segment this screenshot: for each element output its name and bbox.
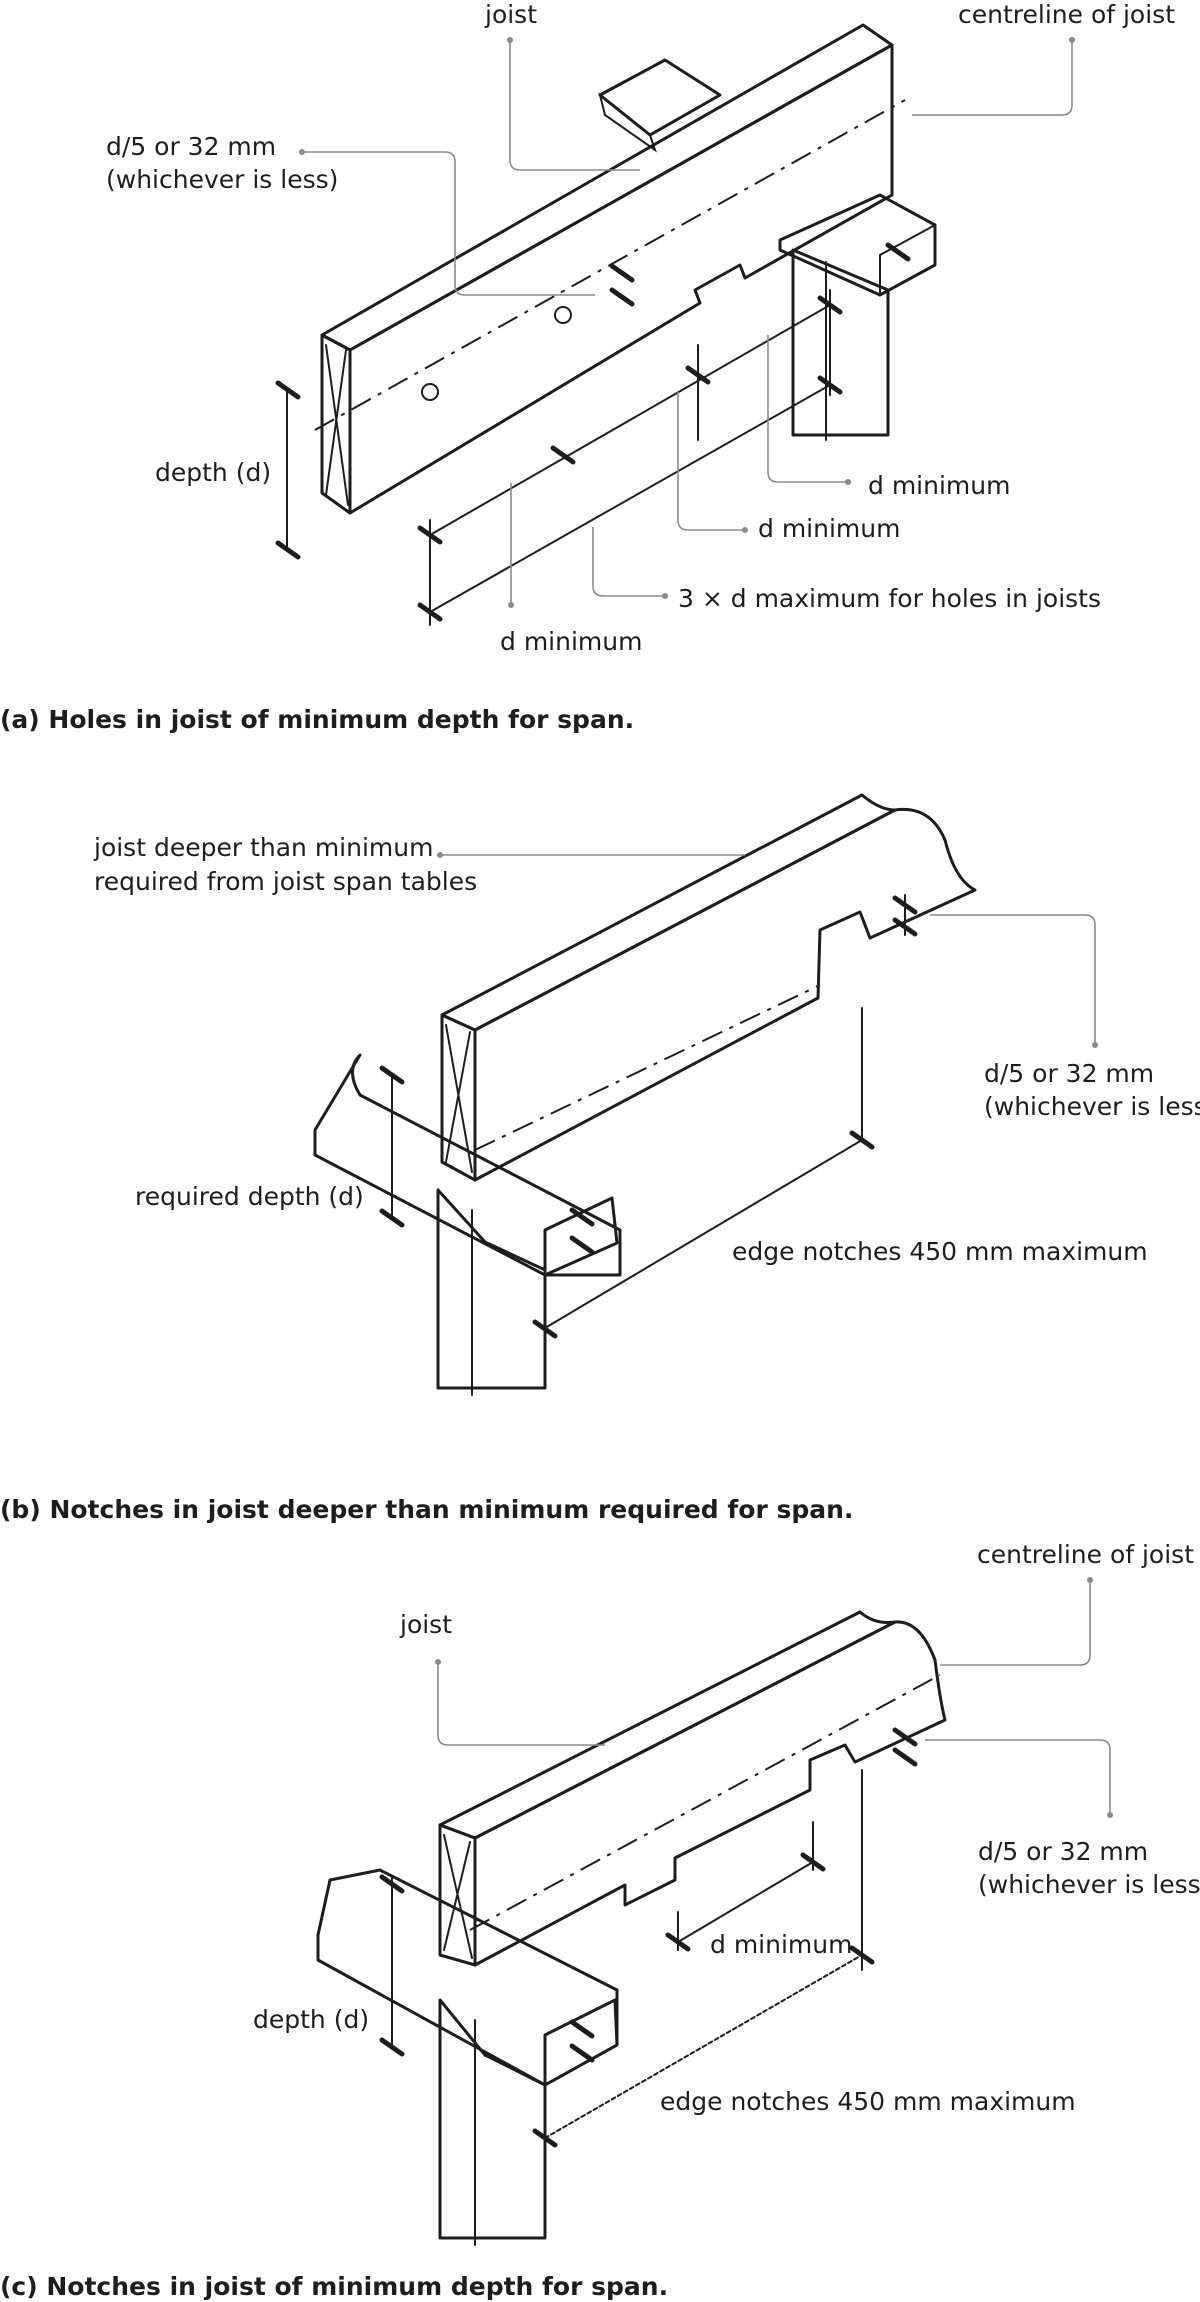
label-deeper-1: joist deeper than minimum	[93, 833, 433, 862]
leaders-c	[435, 1577, 1113, 1818]
label-joist-c: joist	[399, 1610, 452, 1639]
leaders-a	[299, 37, 1075, 608]
panel-a: joist centreline of joist d/5 or 32 mm (…	[0, 0, 1175, 734]
joist-c	[438, 1610, 947, 1967]
label-d-min-middle: d minimum	[758, 514, 900, 543]
caption-a: (a) Holes in joist of minimum depth for …	[0, 705, 634, 734]
post-c	[438, 1998, 547, 2246]
cross-member-left	[598, 58, 722, 153]
label-hole-limit-1: d/5 or 32 mm	[106, 132, 276, 161]
label-depth-a: depth (d)	[155, 458, 271, 487]
label-notch-limit-c2: (whichever is less)	[978, 1870, 1200, 1899]
leaders-b	[437, 852, 1098, 1048]
hole-2	[554, 306, 572, 324]
dimensions-a	[275, 242, 911, 626]
dimensions-b	[379, 894, 918, 1339]
label-hole-limit-2: (whichever is less)	[106, 165, 338, 194]
centreline-b	[474, 984, 821, 1151]
label-joist-a: joist	[484, 0, 537, 29]
label-depth-c: depth (d)	[253, 2005, 369, 2034]
centreline-c	[469, 1674, 941, 1931]
label-notch-limit-b1: d/5 or 32 mm	[984, 1059, 1154, 1088]
post-b	[436, 1188, 547, 1396]
label-required-depth: required depth (d)	[135, 1182, 364, 1211]
caption-b: (b) Notches in joist deeper than minimum…	[0, 1495, 853, 1524]
label-notch-limit-c1: d/5 or 32 mm	[978, 1837, 1148, 1866]
panel-c: joist centreline of joist d/5 or 32 mm (…	[0, 1540, 1200, 2301]
label-centreline-a: centreline of joist	[958, 0, 1175, 29]
label-edge-notches-c: edge notches 450 mm maximum	[660, 2087, 1076, 2116]
joist-b	[440, 793, 977, 1182]
label-d-min-upper: d minimum	[868, 471, 1010, 500]
label-centreline-c: centreline of joist	[977, 1540, 1194, 1569]
label-d-min-c: d minimum	[710, 1930, 852, 1959]
caption-c: (c) Notches in joist of minimum depth fo…	[0, 2272, 668, 2301]
label-edge-notches-b: edge notches 450 mm maximum	[732, 1237, 1148, 1266]
post-right	[791, 248, 890, 441]
hole-1	[421, 383, 439, 401]
label-deeper-2: required from joist span tables	[94, 867, 477, 896]
panel-b: joist deeper than minimum required from …	[0, 793, 1200, 1524]
label-three-d-max: 3 × d maximum for holes in joists	[678, 584, 1101, 613]
cross-member-c	[316, 1868, 619, 2087]
label-notch-limit-b2: (whichever is less)	[984, 1092, 1200, 1121]
cross-member-b	[313, 1053, 622, 1277]
label-d-min-lower: d minimum	[500, 627, 642, 656]
dimensions-c	[379, 1727, 918, 2148]
joist-a	[314, 23, 906, 515]
bearer-right	[778, 193, 937, 297]
